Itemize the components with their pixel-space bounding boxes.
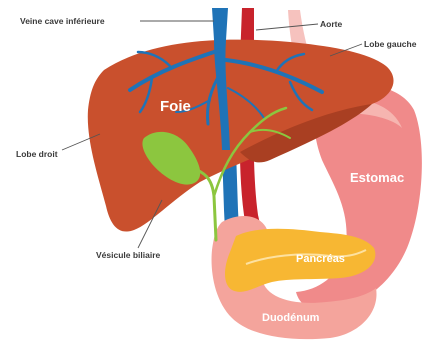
label-aorta: Aorte — [320, 19, 342, 29]
label-vena-cava: Veine cave inférieure — [20, 16, 105, 26]
label-left-lobe: Lobe gauche — [364, 39, 417, 49]
leader-aorta — [256, 24, 318, 30]
label-right-lobe: Lobe droit — [16, 149, 58, 159]
label-duodenum: Duodénum — [262, 312, 320, 324]
label-pancreas: Pancréas — [296, 253, 345, 265]
label-stomach: Estomac — [350, 170, 404, 185]
label-gallbladder: Vésicule biliaire — [96, 250, 161, 260]
label-liver: Foie — [160, 98, 191, 115]
